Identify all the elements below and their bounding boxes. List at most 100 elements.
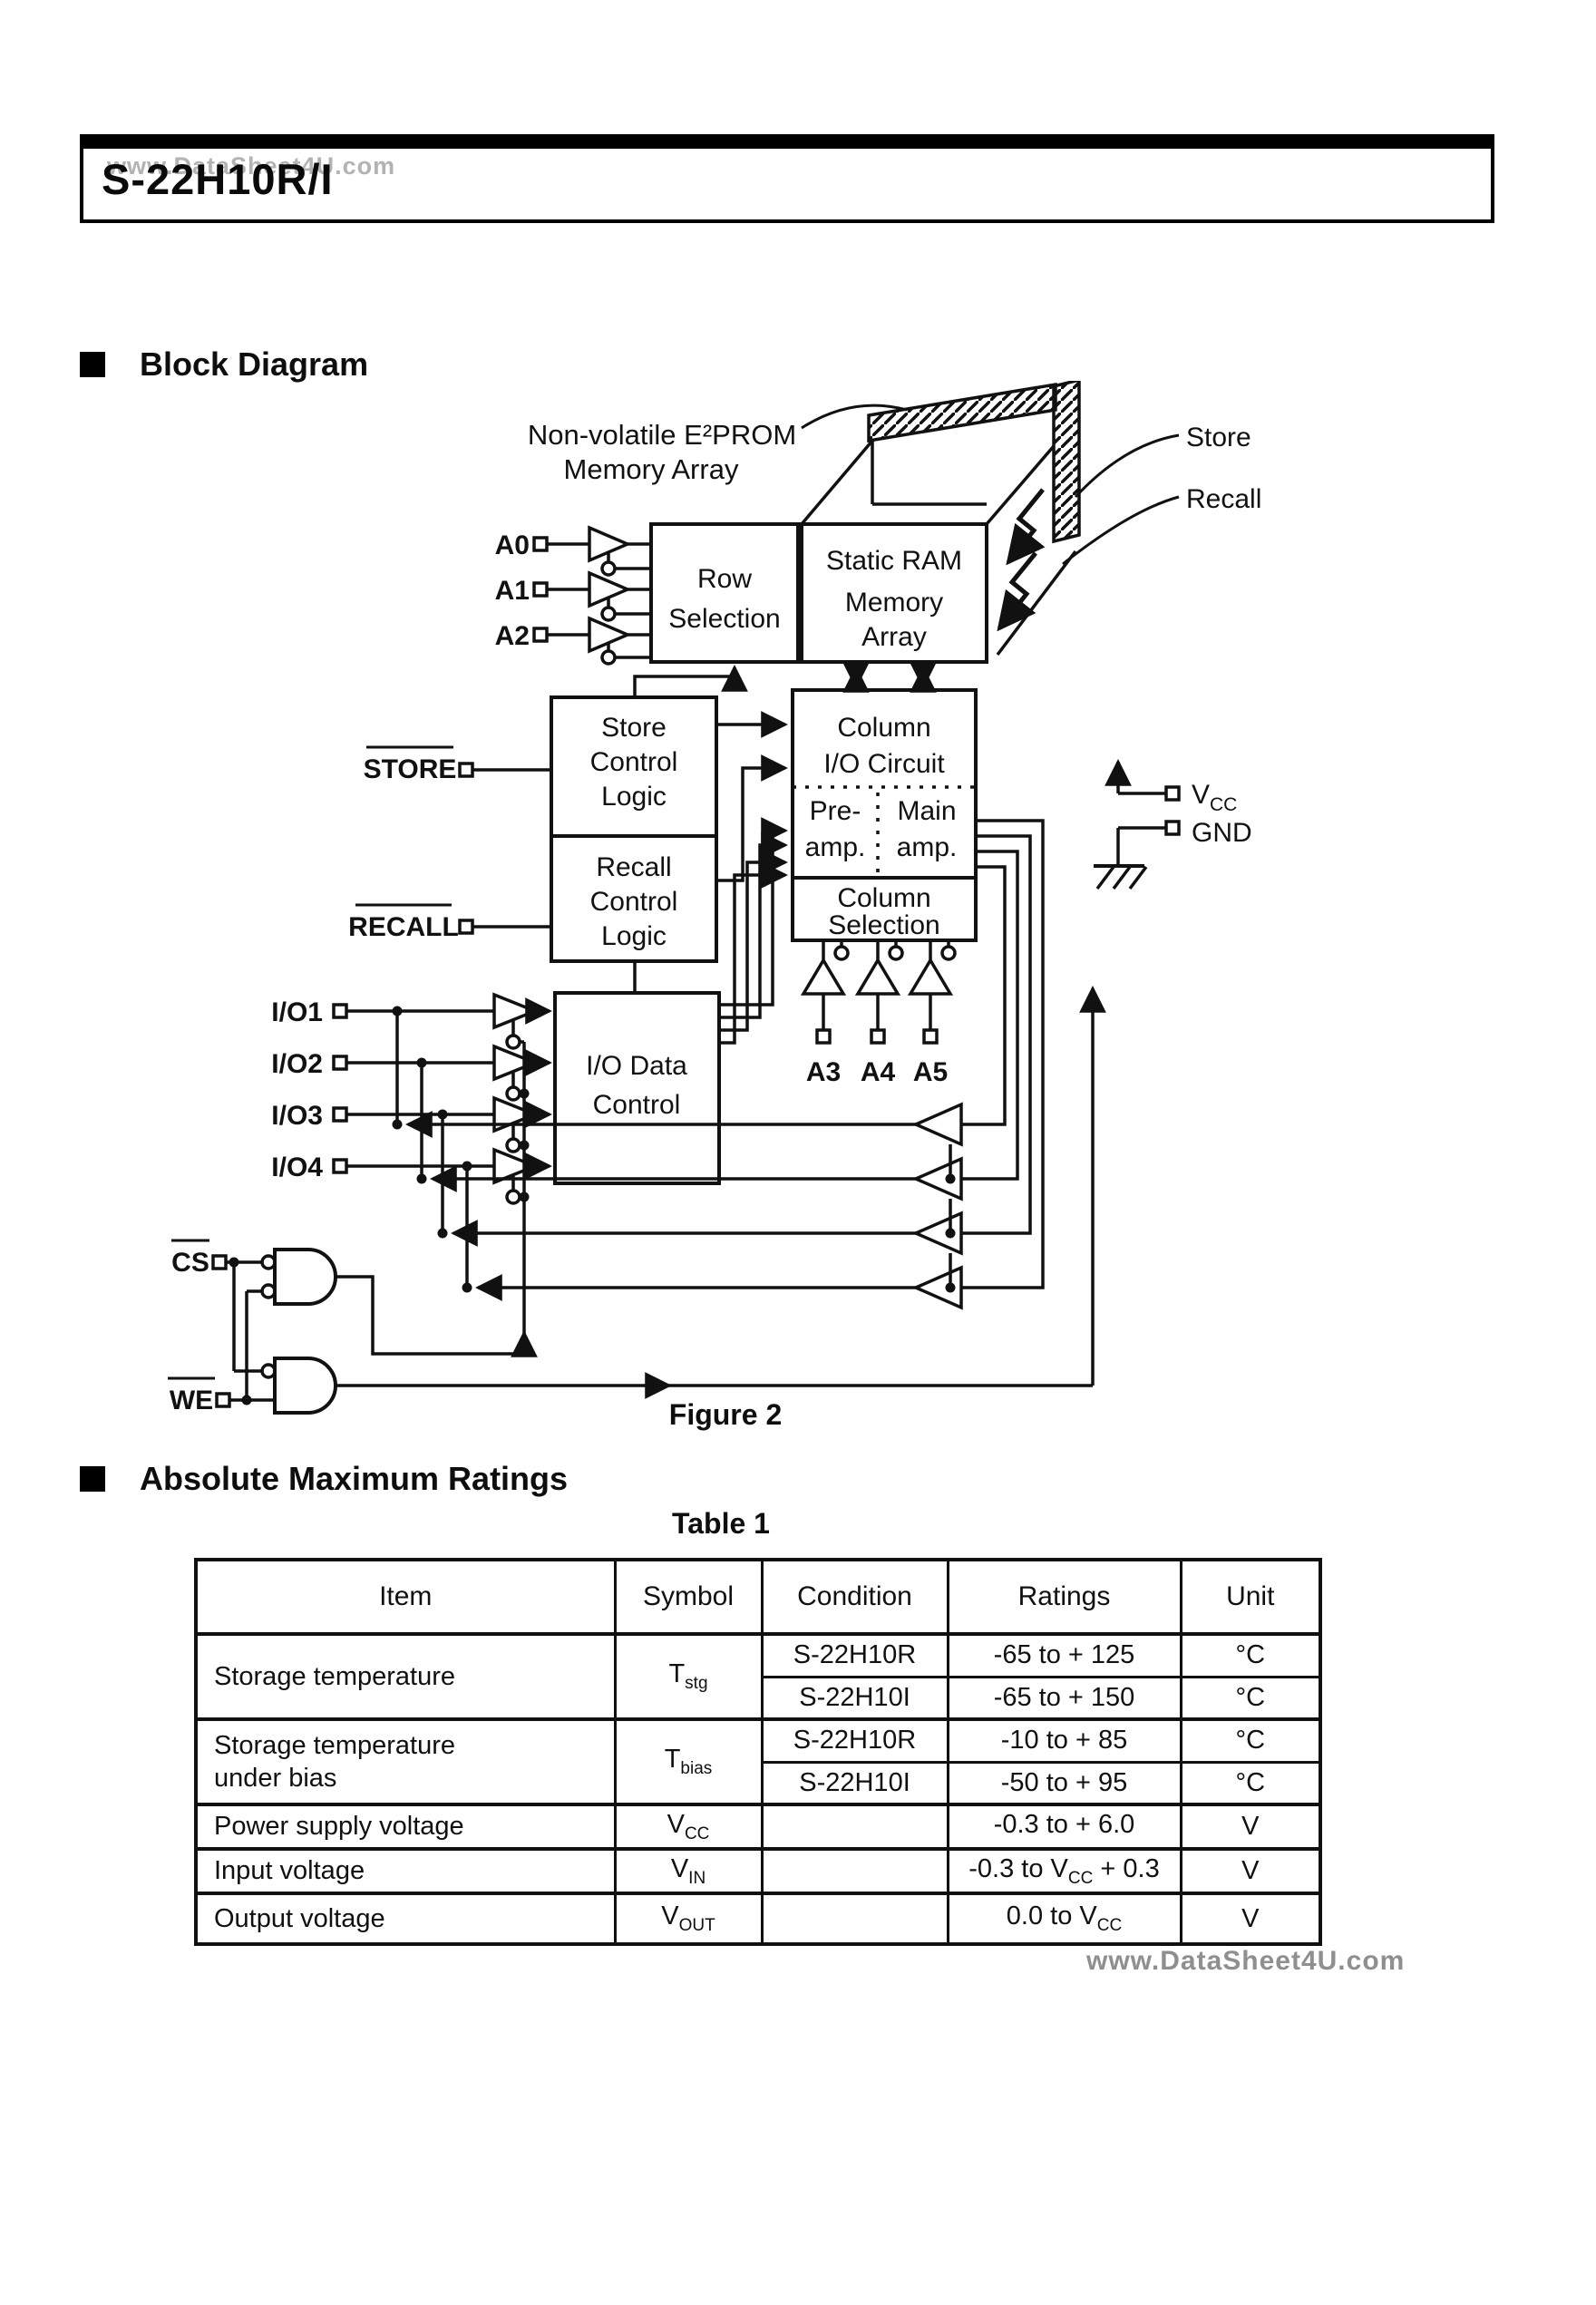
section-bullet-icon xyxy=(80,1466,105,1492)
section-abs-max-label: Absolute Maximum Ratings xyxy=(140,1460,569,1497)
address-pin-labels: A0 A1 A2 xyxy=(495,530,530,651)
a1-pad xyxy=(532,581,549,598)
col-sel-label-1: Column xyxy=(837,883,930,913)
page-title: S-22H10R/I xyxy=(102,155,334,203)
io-data-control-box xyxy=(553,991,721,1185)
symbol-base: V xyxy=(670,1853,689,1883)
vcc-base: V xyxy=(1192,780,1210,810)
symbol-sub: OUT xyxy=(678,1915,715,1935)
column-io-box xyxy=(791,688,978,942)
box-labels: Row Selection Static RAM Memory Array St… xyxy=(586,546,962,1120)
io1-input xyxy=(332,992,552,1050)
a4-pad xyxy=(870,1028,886,1045)
recall-pad xyxy=(458,919,474,935)
a2-pad xyxy=(532,627,549,643)
condition-cell: S-22H10R xyxy=(760,1632,949,1678)
condition-cell xyxy=(760,1803,949,1851)
unit-cell: V xyxy=(1179,1847,1322,1895)
cs-pin-label: CS xyxy=(171,1248,209,1278)
rating-cell: -0.3 to + 6.0 xyxy=(946,1803,1182,1851)
unit-cell: °C xyxy=(1179,1632,1322,1678)
unit-cell: °C xyxy=(1179,1676,1322,1721)
table-row: Storage temperature Tstg S-22H10R -65 to… xyxy=(194,1632,1322,1721)
a3-pad xyxy=(815,1028,832,1045)
column-io-dividers xyxy=(793,785,976,880)
static-ram-box xyxy=(800,522,988,664)
symbol-base: V xyxy=(667,1809,685,1839)
column-address-labels: A3 A4 A5 xyxy=(806,1057,948,1087)
rating-post: + 0.3 xyxy=(1093,1853,1160,1883)
table-row: S-22H10I -65 to + 150 °C xyxy=(196,1676,1322,1721)
recall-ctl-label-2: Control xyxy=(590,887,678,917)
eeprom-label-line2: Memory Array xyxy=(564,453,739,485)
item-cell: Input voltage xyxy=(194,1847,617,1895)
recall-ctl-label-1: Recall xyxy=(596,852,671,882)
item-cell: Output voltage xyxy=(194,1892,617,1946)
vcc-pad xyxy=(1164,785,1181,802)
eeprom-3d-box xyxy=(800,381,1081,656)
cs-pad xyxy=(211,1254,228,1270)
row-selection-label-2: Selection xyxy=(668,604,780,634)
section-block-diagram: Block Diagram xyxy=(80,345,368,384)
a0-label: A0 xyxy=(495,530,530,560)
eeprom-hatch-right xyxy=(1052,381,1081,544)
io1-label: I/O1 xyxy=(271,997,323,1027)
vcc-label: VCC xyxy=(1192,780,1237,815)
condition-cell xyxy=(760,1892,949,1946)
header-watermark: www.DataSheet4U.com xyxy=(107,152,396,180)
symbol-base: V xyxy=(661,1901,679,1931)
a3-output xyxy=(800,940,850,1045)
a5-output xyxy=(907,940,957,1045)
io-data-label-1: I/O Data xyxy=(586,1051,687,1081)
io-data-to-column-lines xyxy=(719,817,788,1045)
main-amp-label-2: amp. xyxy=(897,832,958,862)
io-inputs xyxy=(332,992,552,1205)
col-sel-label-2: Selection xyxy=(828,910,939,940)
store-pad xyxy=(458,762,474,778)
rating-pre: 0.0 to V xyxy=(1006,1901,1097,1931)
store-arrow-icon xyxy=(1006,488,1046,566)
static-ram-label-1: Static RAM xyxy=(826,546,962,576)
rating-cell: 0.0 to VCC xyxy=(946,1892,1182,1946)
table-row: Power supply voltage VCC -0.3 to + 6.0 V xyxy=(194,1803,1322,1851)
rating-cell: -65 to + 125 xyxy=(946,1632,1182,1678)
symbol-sub: CC xyxy=(684,1824,710,1843)
main-amp-label-1: Main xyxy=(897,796,956,826)
block-diagram-figure: Non-volatile E²PROM Memory Array Store R… xyxy=(168,381,1261,1415)
symbol-base: T xyxy=(668,1659,686,1689)
rating-cell: -10 to + 85 xyxy=(946,1717,1182,1764)
write-gate xyxy=(273,1357,337,1415)
rating-cell: -50 to + 95 xyxy=(946,1761,1182,1806)
vcc-sub: CC xyxy=(1210,794,1237,815)
store-ctl-label-2: Control xyxy=(590,747,678,777)
abs-max-table-wrap: Item Symbol Condition Ratings Unit Stora… xyxy=(194,1558,1322,1946)
store-control-box xyxy=(550,695,718,838)
io-pin-labels: I/O1 I/O2 I/O3 I/O4 xyxy=(271,997,323,1182)
io-data-label-2: Control xyxy=(593,1090,681,1120)
table-row: Output voltage VOUT 0.0 to VCC V xyxy=(194,1892,1322,1946)
table-row: S-22H10I -50 to + 95 °C xyxy=(196,1761,1322,1806)
static-ram-label-2: Memory xyxy=(845,588,943,618)
static-ram-label-3: Array xyxy=(861,622,927,652)
condition-cell: S-22H10R xyxy=(760,1717,949,1764)
output-buffers xyxy=(405,819,1045,1310)
io2-pad xyxy=(332,1055,348,1071)
io1-pad xyxy=(332,1003,348,1019)
table-header-row: Item Symbol Condition Ratings Unit xyxy=(194,1558,1322,1636)
rating-pre: -0.3 to V xyxy=(968,1853,1068,1883)
rating-cell: -65 to + 150 xyxy=(946,1676,1182,1721)
row-selection-box xyxy=(649,522,800,664)
condition-cell: S-22H10I xyxy=(760,1761,949,1806)
col-ratings: Ratings xyxy=(946,1558,1182,1636)
col-io-label-2: I/O Circuit xyxy=(823,749,945,779)
symbol-sub: stg xyxy=(685,1673,708,1693)
io3-pad xyxy=(332,1106,348,1123)
a5-pad xyxy=(922,1028,939,1045)
symbol-base: T xyxy=(664,1745,681,1775)
unit-cell: V xyxy=(1179,1803,1322,1851)
diagram-boxes xyxy=(550,522,988,1185)
symbol-sub: IN xyxy=(688,1868,706,1888)
figure-caption: Figure 2 xyxy=(668,1398,783,1431)
